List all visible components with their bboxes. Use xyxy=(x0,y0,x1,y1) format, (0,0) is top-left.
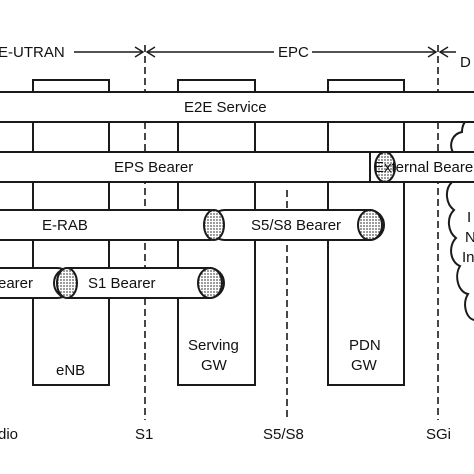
eps-bearer-label: EPS Bearer xyxy=(114,159,193,176)
radio-bearer-label: earer xyxy=(0,275,33,292)
external-bearer-end xyxy=(374,151,396,183)
e-rab-tube xyxy=(0,209,226,241)
s1-bearer-left-end xyxy=(56,267,78,299)
cloud-text-line1: I xyxy=(467,209,471,226)
eutran-domain-label: E-UTRAN xyxy=(0,44,65,61)
s5s8-interface-label: S5/S8 xyxy=(263,426,304,443)
e2e-service-tube xyxy=(0,91,474,123)
cloud-text-line3: In xyxy=(462,249,474,266)
epc-arrowhead-left xyxy=(145,46,156,58)
s1-bearer-right-end xyxy=(197,267,223,299)
enb-label: eNB xyxy=(56,362,85,379)
s1-bearer-label: S1 Bearer xyxy=(88,275,156,292)
s5s8-bearer-left-end xyxy=(203,209,225,241)
s1-interface-label: S1 xyxy=(135,426,153,443)
epc-arrowhead-right xyxy=(427,46,438,58)
radio-interface-label: dio xyxy=(0,426,18,443)
s5s8-bearer-right-end xyxy=(357,209,383,241)
e2e-service-label: E2E Service xyxy=(184,99,267,116)
e-rab-label: E-RAB xyxy=(42,217,88,234)
external-bearer-label: External Beare xyxy=(374,159,473,176)
epc-domain-label: EPC xyxy=(278,44,309,61)
internet-domain-label: D xyxy=(460,54,471,71)
pdn-gw-label-line2: GW xyxy=(351,357,378,374)
cloud-text-line2: N xyxy=(465,229,474,246)
internet-arrowhead xyxy=(438,46,449,58)
s1-bearer-tube xyxy=(53,267,225,299)
eutran-arrowhead xyxy=(134,46,145,58)
s5s8-bearer-label: S5/S8 Bearer xyxy=(251,217,341,234)
pdn-gw-label-line1: PDN xyxy=(349,337,381,354)
sgi-interface-label: SGi xyxy=(426,426,451,443)
serving-gw-label-line1: Serving xyxy=(188,337,239,354)
serving-gw-label-line2: GW xyxy=(201,357,228,374)
